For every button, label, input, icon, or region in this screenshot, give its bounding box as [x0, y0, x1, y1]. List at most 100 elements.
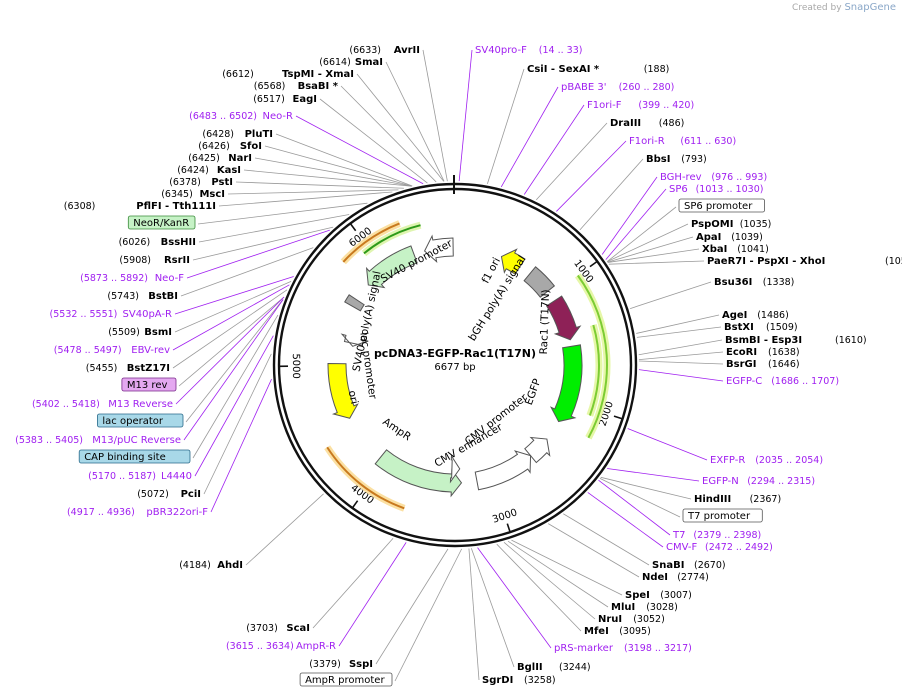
label-pos: (2367)	[750, 494, 782, 505]
site-label-sp6: SP6(1013 .. 1030)	[669, 184, 763, 195]
site-label-bsmi: BsmI(5509)	[108, 327, 172, 338]
leader-line	[340, 85, 437, 183]
site-label-pflfi-tth111i: PflFI - Tth111I(6308)	[64, 201, 216, 212]
label-text: T7 promoter	[687, 511, 751, 522]
label-name: pBR322ori-F	[146, 507, 208, 518]
label-text: AmpR promoter	[305, 675, 385, 686]
leader-line	[186, 229, 330, 279]
orf-arcs	[324, 220, 611, 512]
leader-line	[375, 548, 449, 665]
tick-mark	[613, 415, 623, 420]
site-label-paer7i-pspxi-xhoi: PaeR7I - PspXI - XhoI(1053)	[707, 256, 902, 267]
feature-label-rac1-t17n: Rac1 (T17N)	[538, 289, 552, 355]
leader-line	[172, 289, 288, 369]
label-name: BsaBI *	[298, 81, 339, 92]
leader-line	[174, 276, 294, 315]
label-pos: (1041)	[737, 244, 769, 255]
leader-line	[172, 284, 290, 351]
leader-line	[183, 299, 284, 441]
label-name: L4440	[161, 471, 192, 482]
label-name: NdeI	[642, 572, 668, 583]
site-label-t7-promoter: T7 promoter	[682, 508, 763, 523]
site-label-neo-r: Neo-R(6483 .. 6502)	[189, 111, 293, 122]
leader-line	[600, 476, 692, 500]
site-label-smai: SmaI(6614)	[319, 57, 383, 68]
site-label-bstxi: BstXI(1509)	[724, 322, 798, 333]
site-label-bgh-rev: BGH-rev(976 .. 993)	[660, 172, 767, 183]
label-pos: (3028)	[646, 602, 678, 613]
label-name: ApaI	[696, 232, 721, 243]
site-label-ecori: EcoRI(1638)	[726, 347, 800, 358]
label-pos: (1013 .. 1030)	[696, 184, 764, 195]
label-name: pBABE 3'	[561, 82, 607, 93]
feature-bgh-poly-a-signal	[523, 266, 556, 298]
site-label-draiii: DraIII(486)	[610, 118, 684, 129]
feature-egfp	[549, 344, 583, 423]
label-pos: (6483 .. 6502)	[189, 111, 257, 122]
label-name: RsrII	[164, 255, 190, 266]
site-label-f1ori-r: F1ori-R(611 .. 630)	[629, 136, 736, 147]
label-pos: (1486)	[757, 310, 789, 321]
leader-line	[175, 296, 285, 405]
label-pos: (5072)	[137, 489, 169, 500]
label-pos: (1638)	[768, 347, 800, 358]
leader-line	[638, 351, 724, 360]
leader-line	[636, 326, 722, 338]
label-name: HindIII	[694, 494, 731, 505]
leader-line	[243, 169, 412, 187]
leader-line	[511, 539, 623, 596]
label-pos: (6614)	[319, 57, 351, 68]
label-pos: (1338)	[763, 277, 795, 288]
site-label-bstbi: BstBI(5743)	[107, 291, 178, 302]
label-name: Neo-F	[155, 273, 185, 284]
site-label-tspmi-xmai: TspMI - XmaI(6612)	[222, 69, 354, 80]
label-pos: (611 .. 630)	[680, 136, 736, 147]
feature-lac-promoter	[340, 333, 369, 347]
site-label-pcii: PciI(5072)	[137, 489, 201, 500]
label-name: SgrDI	[482, 675, 513, 686]
tick-mark	[349, 223, 357, 232]
site-label-sgrdi: SgrDI(3258)	[482, 675, 556, 686]
leader-line	[203, 353, 272, 495]
leader-line	[563, 513, 650, 566]
leader-line	[356, 73, 445, 182]
site-label-f1ori-f: F1ori-F(399 .. 420)	[587, 100, 694, 111]
label-name: BGH-rev	[660, 172, 702, 183]
label-pos: (5170 .. 5187)	[88, 471, 156, 482]
leader-line	[227, 189, 399, 195]
leader-line	[210, 378, 272, 513]
label-pos: (6308)	[64, 201, 96, 212]
site-label-mlui: MluI (3028)	[611, 602, 678, 613]
leader-line	[638, 369, 724, 382]
leader-line	[500, 86, 559, 188]
site-label-bsmbi-esp3i: BsmBI - Esp3I(1610)	[725, 335, 867, 346]
leader-lines	[172, 49, 724, 682]
leader-line	[638, 339, 723, 356]
label-name: BsmBI - Esp3I	[725, 335, 802, 346]
label-name: MluI	[611, 602, 635, 613]
site-label-sv40pro-f: SV40pro-F(14 .. 33)	[475, 45, 582, 56]
label-pos: (3198 .. 3217)	[624, 643, 692, 654]
label-name: AmpR-R	[296, 641, 336, 652]
site-label-prs-marker: pRS-marker(3198 .. 3217)	[554, 643, 692, 654]
leader-line	[254, 157, 412, 187]
leader-line	[185, 299, 284, 423]
label-pos: (3052)	[633, 614, 665, 625]
label-name: KasI	[217, 165, 241, 176]
right-site-labels: SV40pro-F(14 .. 33)CsiI - SexAI *(188)pB…	[475, 45, 902, 686]
left-site-labels: AvrII(6633)SmaI(6614)TspMI - XmaI(6612)B…	[15, 45, 420, 687]
tick-label: 3000	[491, 507, 519, 525]
label-pos: (1646)	[768, 359, 800, 370]
label-pos: (6345)	[161, 189, 193, 200]
label-name: XbaI	[702, 244, 727, 255]
label-pos: (486)	[659, 118, 685, 129]
label-name: SV40pro-F	[475, 45, 527, 56]
orf-arc	[363, 224, 421, 255]
label-name: PluTI	[245, 129, 273, 140]
label-name: EGFP-N	[702, 476, 739, 487]
feature-sv40-poly-a-signal	[344, 294, 365, 312]
label-pos: (6568)	[254, 81, 286, 92]
label-pos: (6517)	[253, 94, 285, 105]
feature-label-ori: ori	[346, 389, 361, 405]
